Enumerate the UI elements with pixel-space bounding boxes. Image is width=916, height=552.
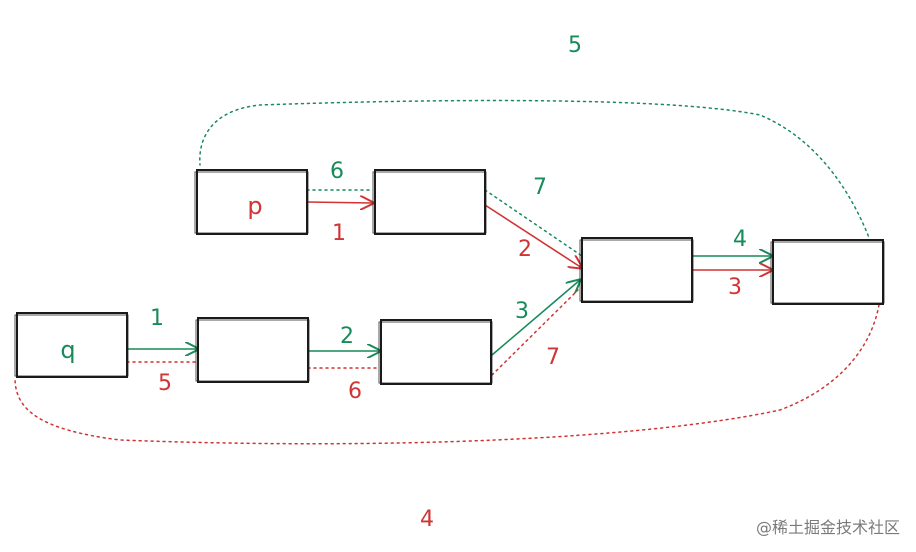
node2-to-merge-red-edge-2: [484, 204, 582, 268]
node-q: q: [14, 312, 129, 378]
green-label-7: 7: [533, 175, 547, 200]
p-to-node2-red-edge-1: [306, 202, 373, 203]
green-loop-edge-5: [199, 99, 881, 271]
green-label-5: 5: [568, 33, 582, 58]
watermark: @稀土掘金技术社区: [755, 518, 900, 537]
node5-to-merge-red-edge-7: [491, 289, 579, 376]
node-q-label: q: [60, 336, 75, 364]
green-label-1: 1: [150, 306, 164, 331]
node5-to-merge-green-edge-3: [491, 280, 580, 356]
node-merge: [579, 237, 694, 303]
red-label-3: 3: [728, 275, 742, 300]
green-label-4: 4: [733, 227, 747, 252]
red-label-4: 4: [420, 507, 434, 532]
node-2: [372, 169, 487, 235]
red-label-5: 5: [158, 371, 172, 396]
node2-to-merge-green-edge-7: [484, 189, 583, 257]
red-label-1: 1: [332, 221, 346, 246]
node-5: [378, 319, 493, 385]
node-last: [770, 239, 885, 305]
red-label-7: 7: [546, 345, 560, 370]
red-label-6: 6: [348, 379, 362, 404]
green-label-3: 3: [515, 299, 529, 324]
green-label-2: 2: [340, 324, 354, 349]
node-p: p: [194, 169, 309, 235]
node-p-label: p: [247, 192, 262, 220]
node-4: [195, 317, 310, 383]
red-label-2: 2: [518, 237, 532, 262]
red-loop-edge-4: [14, 274, 882, 445]
green-label-6: 6: [330, 159, 344, 184]
